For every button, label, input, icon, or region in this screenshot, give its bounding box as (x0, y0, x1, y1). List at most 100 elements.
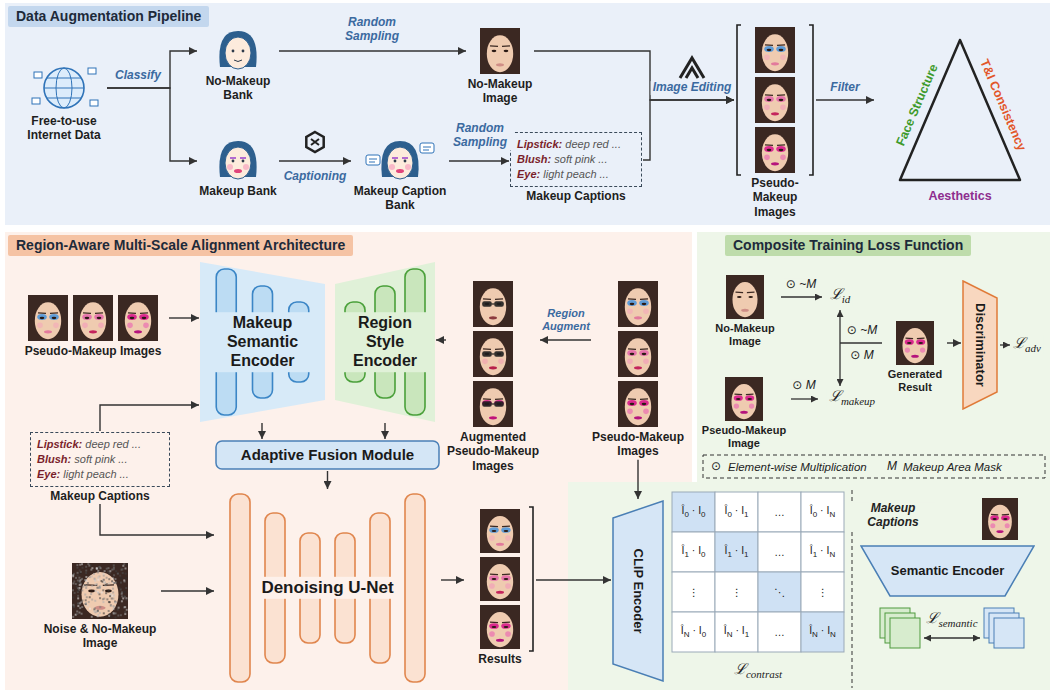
face-photo-part (77, 603, 79, 605)
face-photo-part (97, 587, 99, 589)
face-photo-part (489, 366, 497, 369)
face-photo-part (736, 398, 741, 400)
face-photo-part (740, 411, 748, 414)
face-photo-part (81, 599, 83, 601)
face-photo-part (106, 598, 108, 600)
face-photo-part (496, 639, 504, 642)
face-photo-part (109, 570, 111, 572)
caption-heading: Makeup Captions (510, 189, 642, 203)
connector (540, 339, 591, 340)
annotation: Makeup Captions (851, 502, 935, 530)
caption-heading: Makeup Captions (30, 489, 170, 503)
bracket (737, 25, 813, 175)
face-photo-part (896, 321, 934, 365)
face-photo-part (79, 607, 81, 609)
face-photo-part (75, 583, 77, 585)
face-photo-part (776, 96, 786, 102)
face-photo-part (906, 338, 914, 340)
face-photo-part (93, 573, 95, 575)
block-label: Makeup Semantic Encoder (210, 312, 316, 372)
face-photo-part (119, 575, 121, 577)
sem-outline-part (861, 546, 1034, 596)
face-photo-part (767, 49, 772, 51)
head-icon-part (396, 169, 404, 173)
face-photo-part (630, 303, 635, 305)
head-icon-part (387, 147, 413, 179)
face-photo-part (736, 292, 744, 294)
face-photo-part (81, 613, 83, 615)
face-photo-part (504, 530, 509, 532)
face-photo-part (776, 146, 786, 152)
matrix-cell-part: ⋮ (731, 586, 742, 598)
annotation: M (885, 460, 899, 474)
face-photo-part (113, 612, 115, 614)
node-label: No-Makeup Image (712, 322, 778, 348)
face-photo-part (737, 296, 742, 298)
matrix-cell-part: · (817, 504, 826, 516)
loss-term: ℒsemantic (924, 610, 979, 630)
face-photo-part (767, 149, 772, 151)
matrix-cell-part: Î (724, 624, 727, 636)
loss-term-part: makeup (841, 395, 875, 407)
legend-box (703, 455, 1045, 478)
fusion-box: Adaptive Fusion Module (215, 440, 440, 470)
face-photo-part (82, 567, 84, 569)
face-photo-part (124, 591, 126, 593)
face-photo-part (89, 608, 91, 610)
similarity-matrix-part (801, 532, 844, 572)
face-photo-part (87, 604, 89, 606)
panel-heading: Composite Training Loss Function (725, 235, 971, 256)
matrix-cell-part: 1 (813, 550, 817, 559)
face-photo-part (122, 565, 124, 567)
matrix-cell-part: I (741, 504, 744, 516)
matrix-cell-part: · (732, 624, 741, 636)
face-photo-part (98, 323, 104, 329)
connector (384, 423, 385, 439)
face-photo-part (108, 590, 110, 592)
face-photo-part (747, 398, 752, 400)
face-photo-part (108, 610, 110, 612)
head-icon-part (394, 160, 397, 163)
face-photo-part (119, 587, 121, 589)
face-photo-part (639, 350, 649, 356)
face-photo-part (89, 596, 91, 598)
face-photo-part (85, 317, 90, 319)
face-photo-part (99, 597, 101, 599)
face-photo-part (89, 330, 97, 333)
matrix-cell-part: · (732, 544, 741, 556)
face-photo-part (108, 578, 110, 580)
matrix-cell-part: N (829, 550, 835, 559)
loss-term-part: adv (1025, 342, 1041, 354)
node-label: Makeup Caption Bank (352, 184, 448, 213)
face-photo-part (110, 604, 112, 606)
face-photo (896, 321, 934, 365)
loss-wires-part (840, 342, 882, 343)
loss-term-part: semantic (938, 617, 977, 629)
head-icon-part (242, 160, 245, 163)
face-photo-part (80, 579, 82, 581)
face-photo-part (119, 598, 121, 600)
face-photo-part (102, 579, 104, 581)
annotation: ⊙ M (848, 349, 875, 363)
matrix-cell-part: … (774, 546, 785, 558)
matrix-cell-part: I (827, 544, 830, 556)
source-node: Free-to-use Internet Data (22, 62, 106, 143)
face-photo-part (94, 314, 104, 320)
face-photo-part (124, 613, 126, 615)
face-photo-part (492, 303, 494, 304)
face-photo-part (117, 573, 119, 575)
face-photo-part (771, 162, 779, 165)
face-photo-part (627, 350, 637, 356)
connector (107, 51, 197, 88)
face-photo-part (492, 353, 494, 354)
annotation: ⊙ (709, 460, 723, 474)
face-photo-part (627, 359, 633, 365)
matrix-cell-part: 0 (702, 630, 706, 639)
face-photo-part (115, 617, 117, 619)
face-photo-part (643, 359, 649, 365)
face-photo-part (779, 49, 784, 51)
face-photo-part (628, 398, 636, 400)
face-photo-part (112, 591, 114, 593)
face-photo-part (502, 526, 510, 528)
matrix-cell-part: 0 (701, 510, 705, 519)
